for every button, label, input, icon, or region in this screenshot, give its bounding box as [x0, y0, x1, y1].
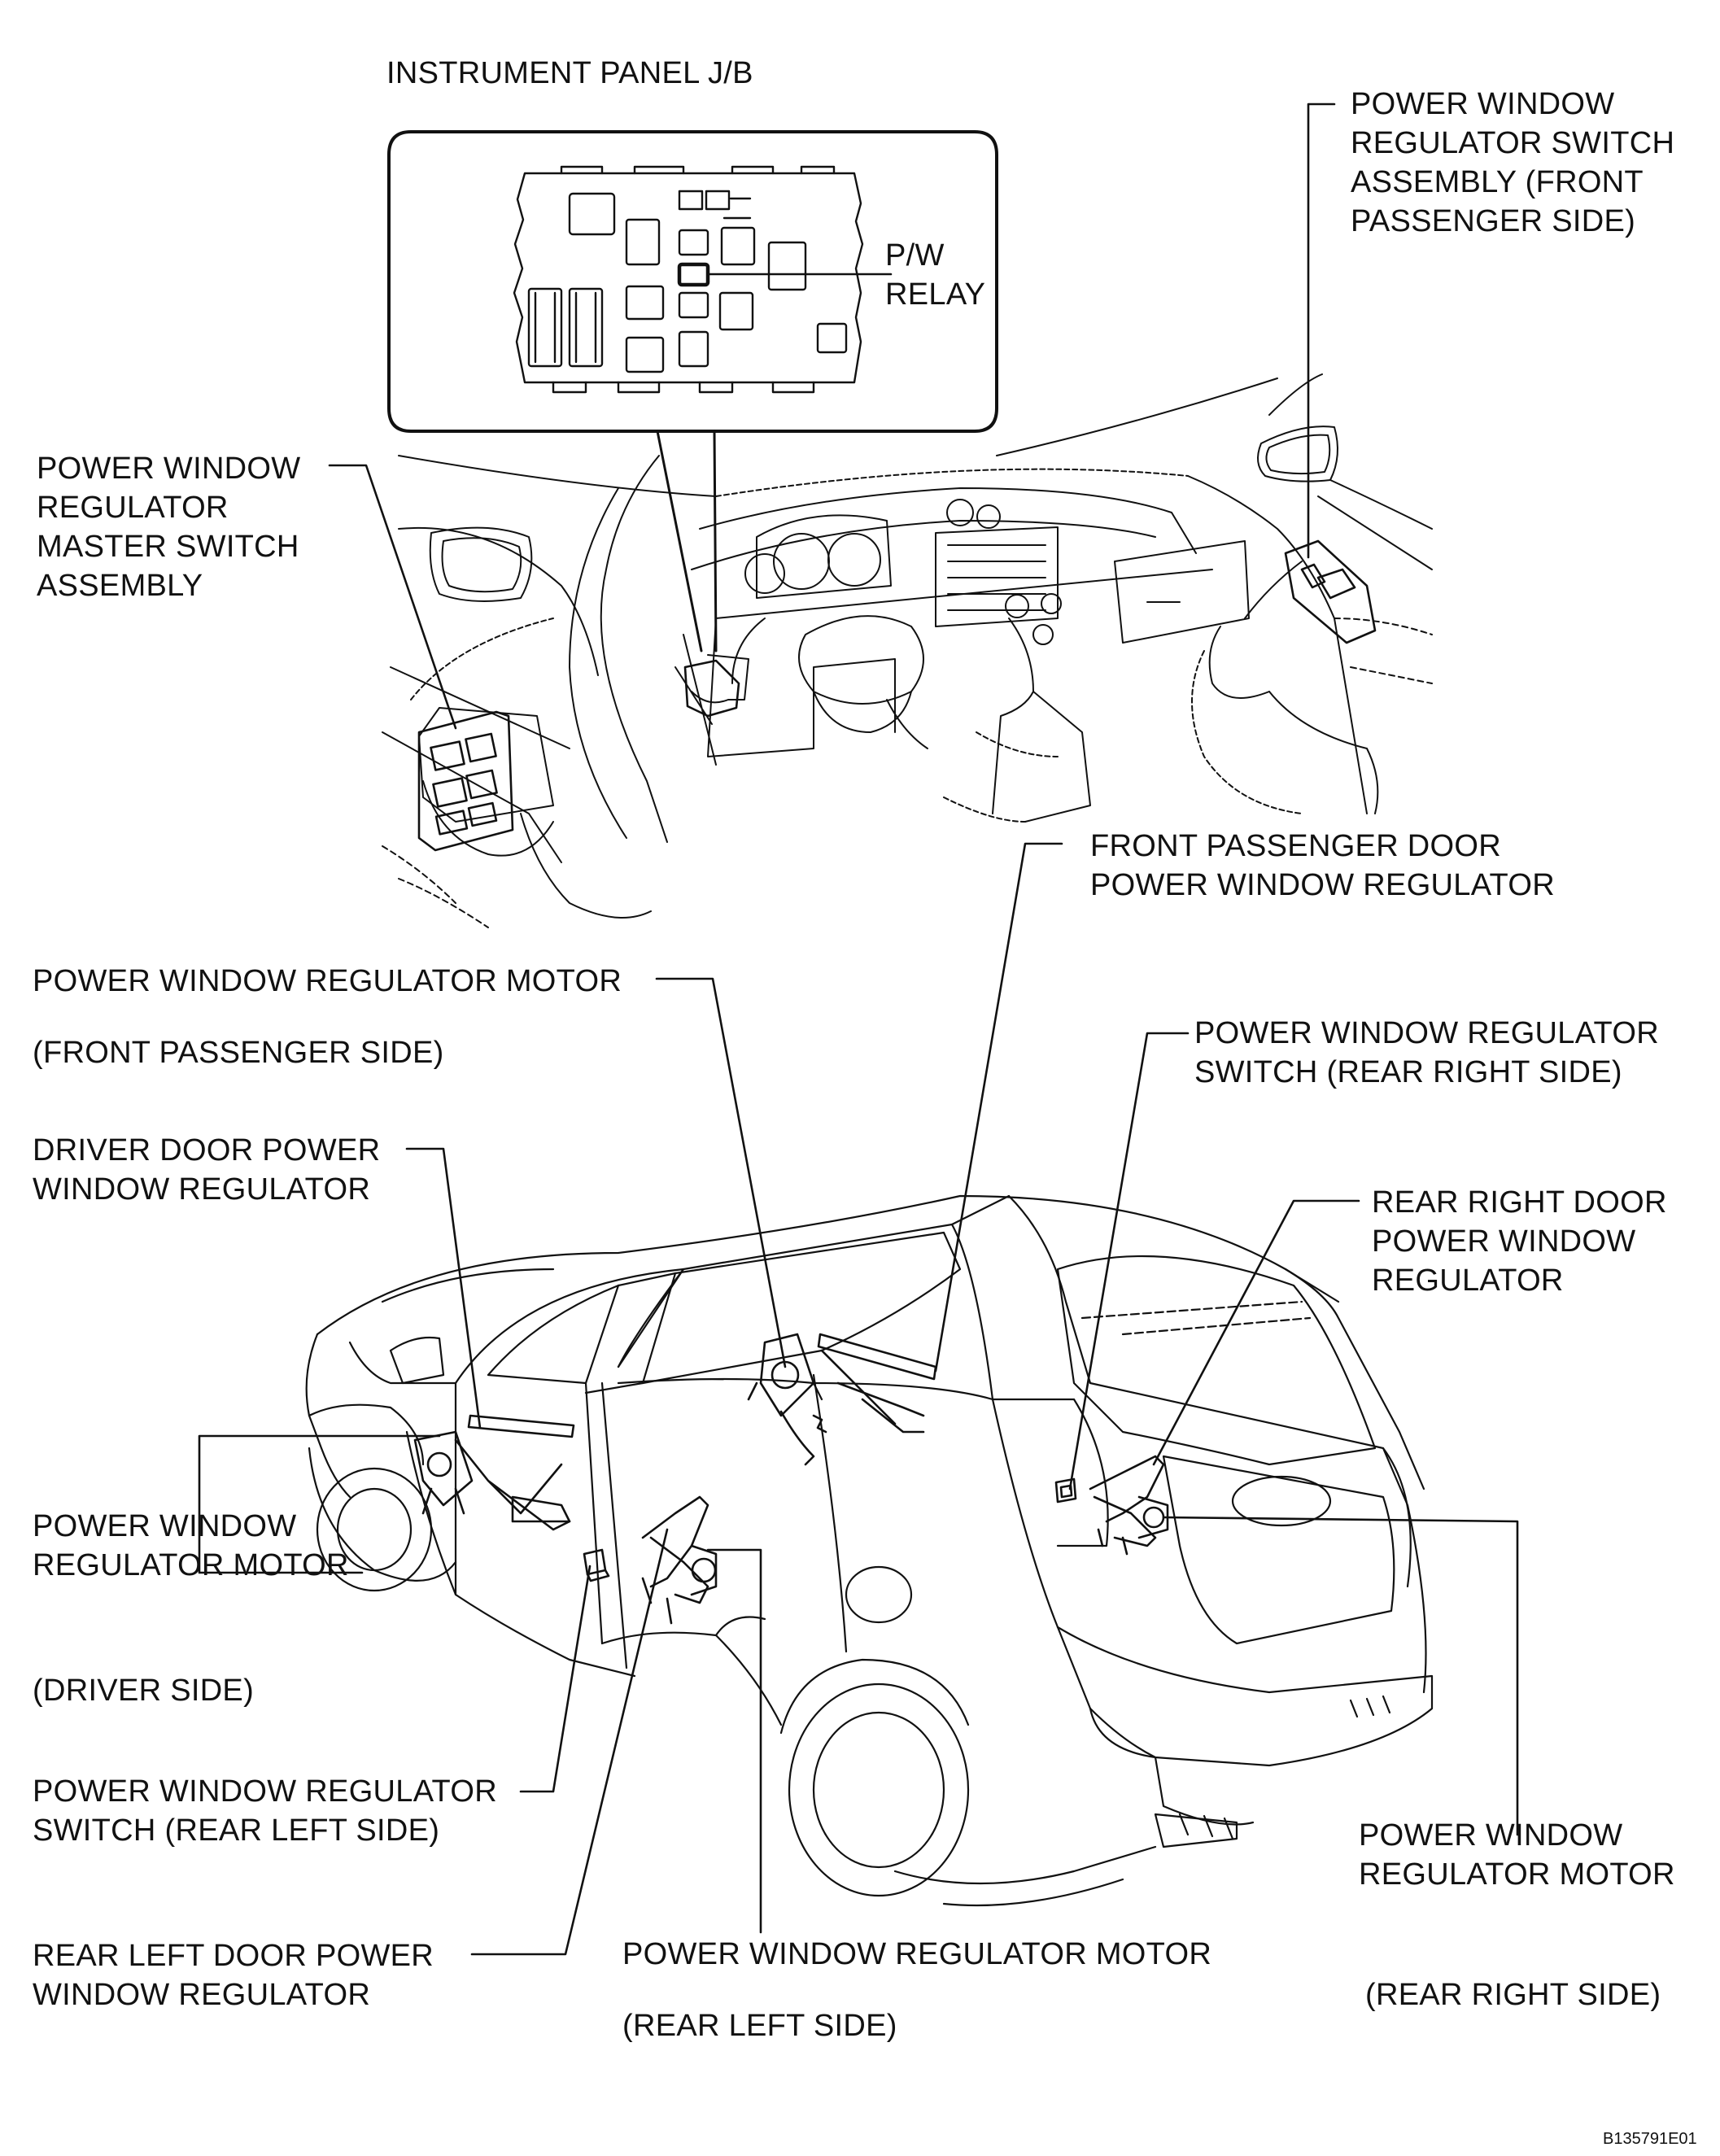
junction-block: [513, 165, 864, 394]
switch-rear-right-label: POWER WINDOW REGULATOR SWITCH (REAR RIGH…: [1194, 1016, 1659, 1089]
front-passenger-switch-assembly: [1284, 539, 1377, 644]
interior-illustration: [382, 373, 1433, 928]
pw-relay-label-line2: RELAY: [885, 277, 986, 312]
instrument-panel-jb-label: INSTRUMENT PANEL J/B: [386, 56, 753, 90]
front-passenger-door-regulator-label: FRONT PASSENGER DOOR POWER WINDOW REGULA…: [1090, 829, 1555, 902]
rear-right-switch: [1054, 1477, 1077, 1504]
driver-door-regulator-label: DRIVER DOOR POWER WINDOW REGULATOR: [33, 1133, 381, 1207]
motor-driver-title-label: POWER WINDOW REGULATOR MOTOR: [33, 1509, 349, 1582]
rear-right-door-regulator: [1089, 1455, 1169, 1556]
junction-block-inset: [387, 130, 998, 652]
motor-rear-left-title-label: POWER WINDOW REGULATOR MOTOR: [622, 1937, 1212, 1971]
rear-left-door-regulator-label: REAR LEFT DOOR POWER WINDOW REGULATOR: [33, 1939, 434, 2012]
rear-left-door-regulator: [641, 1495, 718, 1625]
front-passenger-switch-assembly-label: POWER WINDOW REGULATOR SWITCH ASSEMBLY (…: [1351, 87, 1675, 238]
motor-rear-left-side-label: (REAR LEFT SIDE): [622, 2009, 897, 2043]
motor-driver-side-label: (DRIVER SIDE): [33, 1674, 255, 1708]
motor-rear-right-title-label: POWER WINDOW REGULATOR MOTOR: [1359, 1818, 1675, 1892]
front-passenger-door-regulator: [747, 1333, 937, 1466]
master-switch-assembly-label: POWER WINDOW REGULATOR MASTER SWITCH ASS…: [37, 452, 301, 603]
switch-rear-left-label: POWER WINDOW REGULATOR SWITCH (REAR LEFT…: [33, 1774, 497, 1848]
motor-front-passenger-side-label: (FRONT PASSENGER SIDE): [33, 1036, 444, 1070]
vehicle-illustration: [305, 1194, 1434, 1907]
pw-relay-label-line1: P/W: [885, 238, 945, 273]
leader-lines: [198, 103, 1519, 1956]
rear-right-door-regulator-label: REAR RIGHT DOOR POWER WINDOW REGULATOR: [1372, 1185, 1667, 1298]
motor-rear-right-side-label: (REAR RIGHT SIDE): [1365, 1978, 1661, 2012]
master-switch-assembly: [417, 710, 514, 852]
motor-front-passenger-title-label: POWER WINDOW REGULATOR MOTOR: [33, 964, 622, 998]
driver-door-regulator: [413, 1414, 575, 1531]
figure-code: B135791E01: [1603, 2130, 1697, 2148]
